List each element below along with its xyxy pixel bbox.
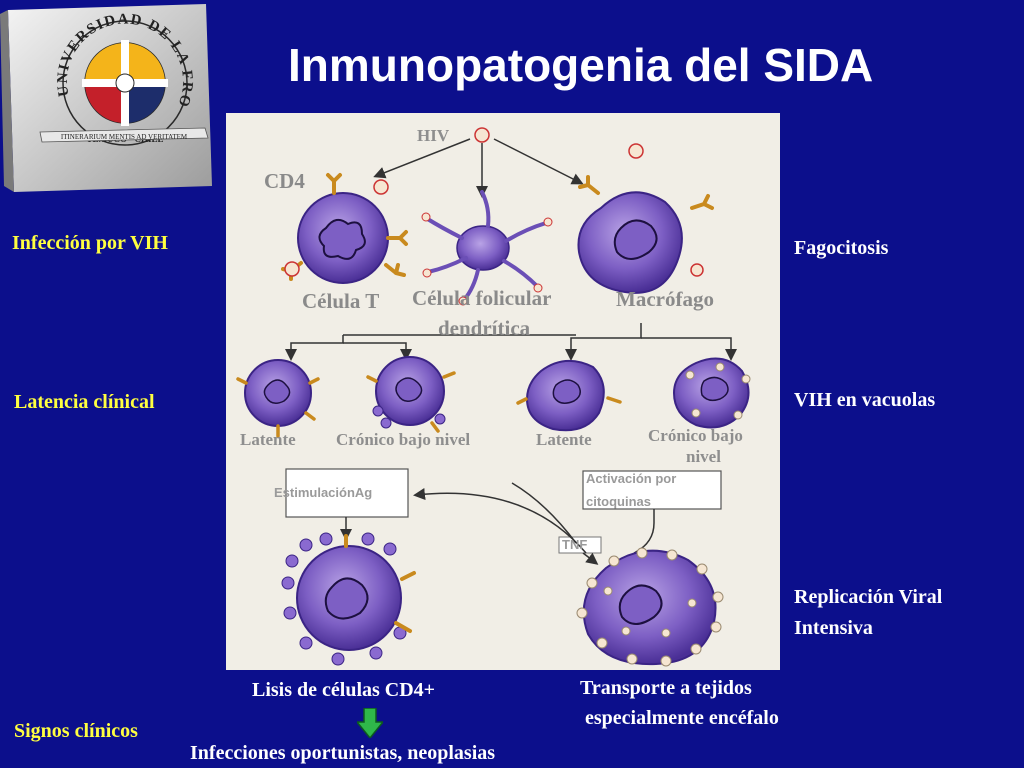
pathogenesis-diagram: HIV CD4 Célula T Célula folicular dendrí…	[226, 113, 780, 670]
box-estimulacion	[285, 468, 409, 518]
macrophage-chronic	[672, 357, 751, 429]
macrophage-replication	[576, 547, 724, 667]
label-estimulacion: EstimulaciónAg	[274, 485, 373, 500]
label-latente-b: Latente	[536, 430, 592, 449]
label-transporte-2: especialmente encéfalo	[580, 707, 779, 729]
label-macrofago: Macrófago	[616, 287, 714, 311]
box-tnf	[558, 536, 602, 554]
university-logo: UNIVERSIDAD DE LA FRONTERA TEMUCO · CHIL…	[0, 0, 214, 192]
label-infeccion: Infección por VIH	[12, 232, 168, 254]
label-replicacion-1: Replicación Viral	[794, 586, 943, 608]
t-cell-chronic	[366, 356, 456, 433]
down-arrow-icon	[355, 707, 385, 743]
label-cronico-a: Crónico bajo nivel	[336, 430, 471, 449]
logo-motto: ITINERARIUM MENTIS AD VERITATEM	[61, 133, 188, 141]
label-tnf: TNF	[562, 537, 588, 552]
box-activacion	[582, 470, 722, 510]
macrophage-latent	[516, 360, 622, 432]
macrophage	[577, 143, 714, 294]
label-cd4: CD4	[264, 169, 305, 193]
label-cronico-b-1: Crónico bajo	[648, 426, 743, 445]
label-signos: Signos clínicos	[14, 720, 138, 742]
label-hiv: HIV	[417, 126, 450, 145]
t-cell-latent	[236, 359, 320, 438]
t-cell-lysis	[281, 532, 416, 666]
label-activacion-1: Activación por	[586, 471, 677, 486]
label-latencia: Latencia clínical	[14, 391, 155, 413]
label-vacuolas: VIH en vacuolas	[794, 389, 936, 411]
label-folicular-2: dendrítica	[438, 316, 531, 340]
label-transporte-1: Transporte a tejidos	[580, 677, 752, 699]
label-fagocitosis: Fagocitosis	[794, 237, 889, 259]
label-celula-t: Célula T	[302, 289, 380, 313]
label-lisis: Lisis de células CD4+	[252, 679, 436, 701]
label-cronico-b-2: nivel	[686, 447, 721, 466]
label-infecciones: Infecciones oportunistas, neoplasias	[190, 742, 496, 764]
label-latente-a: Latente	[240, 430, 296, 449]
label-replicacion-2: Intensiva	[794, 617, 873, 639]
t-cell	[281, 173, 408, 284]
label-activacion-2: citoquinas	[586, 494, 652, 509]
label-folicular-1: Célula folicular	[412, 286, 552, 310]
page-title: Inmunopatogenia del SIDA	[288, 39, 874, 91]
dendritic-cell	[421, 190, 553, 306]
hiv-source	[373, 127, 584, 198]
